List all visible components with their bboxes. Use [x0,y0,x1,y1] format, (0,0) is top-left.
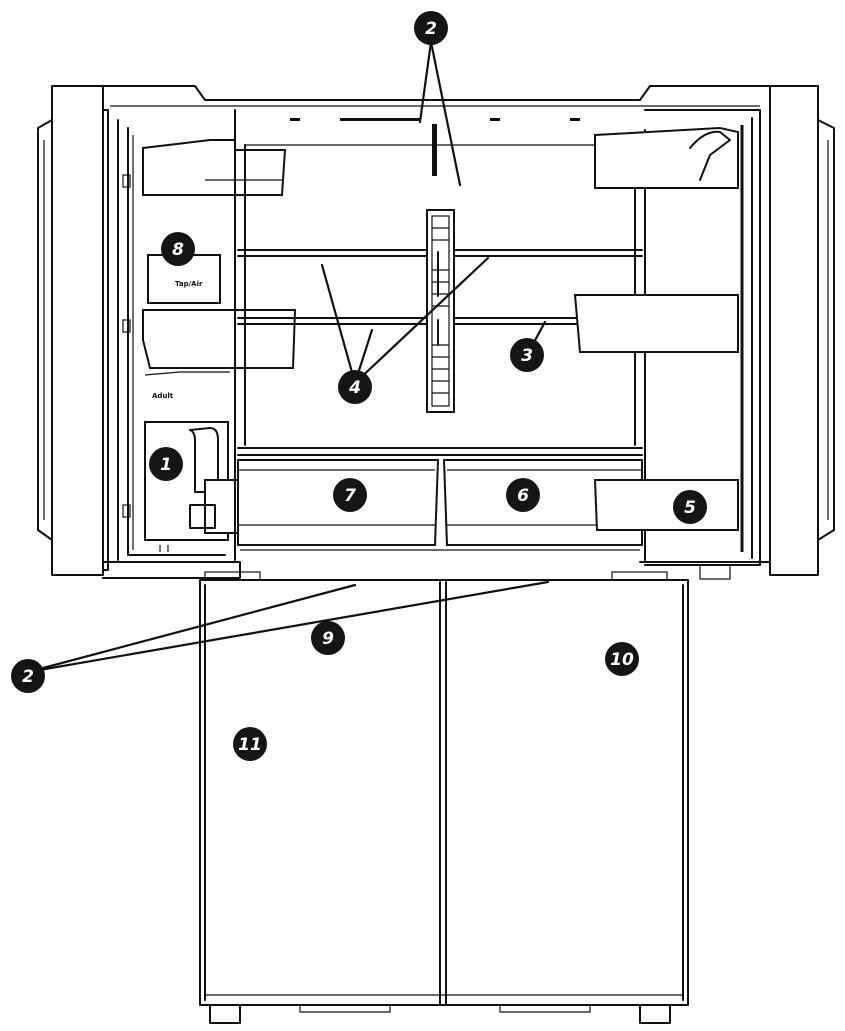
callout-2-bottom-label: 2 [22,667,34,687]
leader-lines [26,40,550,674]
callout-2-top-label: 2 [425,19,437,39]
bin-label-text: Tap/Air [175,280,203,288]
right-middle-door-bin [573,294,739,353]
callout-8-label: 8 [172,240,184,260]
callout-3: 3 [510,338,544,372]
freezer-doors [199,579,689,1024]
callout-7: 7 [333,478,367,512]
callout-9-label: 9 [322,629,334,649]
callout-4-label: 4 [348,378,361,398]
callout-3-label: 3 [521,346,533,366]
callout-6: 6 [506,478,540,512]
adult-label-text: Adult [152,392,174,400]
right-upper-door-bin [594,126,739,189]
callout-10: 10 [605,642,639,676]
right-door-outer [769,85,835,576]
callout-10-label: 10 [610,650,634,670]
callout-7-label: 7 [344,486,356,506]
callout-2-bottom: 2 [11,659,45,693]
callout-8: 8 [161,232,195,266]
callout-5-label: 5 [684,498,696,518]
callout-5: 5 [673,490,707,524]
callout-1: 1 [149,447,183,481]
callout-2-top: 2 [414,11,448,45]
callout-11: 11 [233,727,267,761]
callout-6-label: 6 [517,486,529,506]
callout-1-label: 1 [160,455,172,475]
crisper-drawers [237,459,643,551]
left-upper-door-bin [142,139,287,196]
left-door-liner [102,109,226,571]
callout-9: 9 [311,621,345,655]
left-door-outer [37,85,104,576]
callout-11-label: 11 [238,735,262,755]
right-lower-door-bin [593,479,739,531]
callout-4: 4 [338,370,372,404]
